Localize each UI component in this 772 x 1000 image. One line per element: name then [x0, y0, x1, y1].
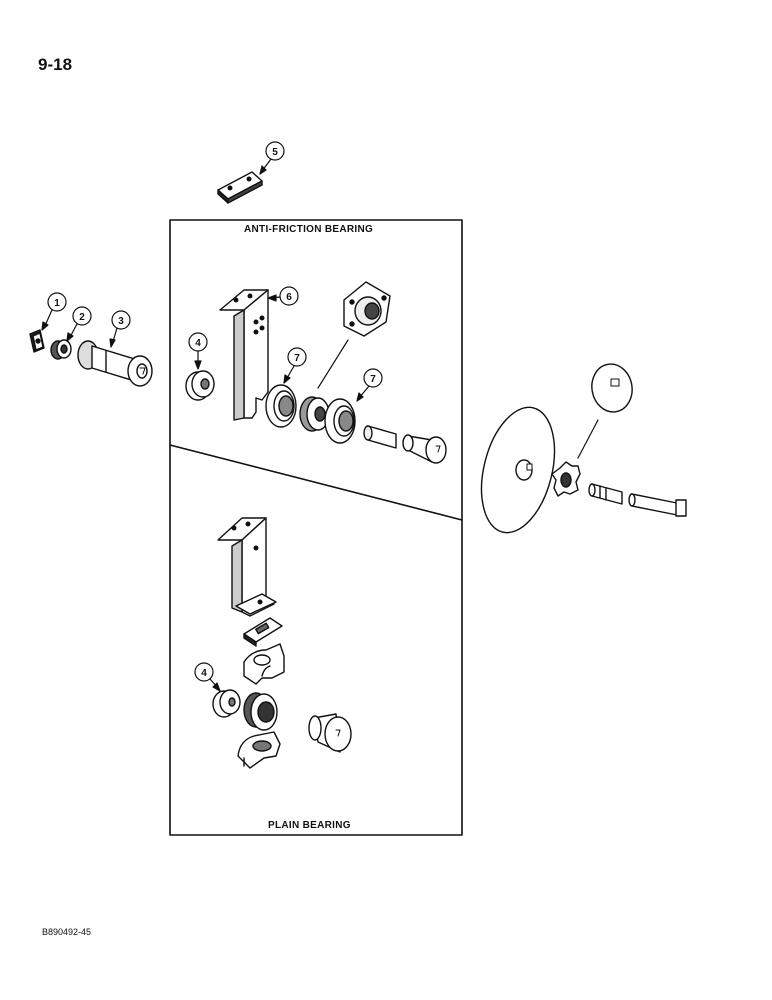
plain-bushing-part — [308, 713, 352, 753]
callout-label: 1 — [54, 298, 60, 309]
cover-disc-part — [577, 363, 633, 459]
page-number: 9-18 — [38, 55, 73, 74]
flange-right-part — [324, 398, 356, 444]
plain-bearing-title: PLAIN BEARING — [268, 820, 351, 831]
bearing-cap-bottom-part — [237, 731, 281, 769]
plate-part — [217, 171, 263, 204]
plain-bearing-block-part — [243, 692, 278, 731]
callout-6 — [267, 286, 299, 306]
callout-5 — [259, 141, 285, 175]
callout-label: 2 — [79, 312, 85, 323]
axle-bolt-part — [588, 483, 623, 505]
bearing-frame — [169, 219, 463, 836]
callout-3 — [109, 310, 131, 348]
plain-plate-part — [243, 617, 283, 647]
callout-4-bottom — [194, 662, 221, 692]
bushing-part — [402, 434, 447, 464]
callout-label: 4 — [195, 338, 201, 349]
flange-bearing-part — [317, 281, 391, 389]
callout-label: 5 — [272, 147, 278, 158]
bearing-insert-part — [299, 396, 330, 432]
anti-friction-bearing-title: ANTI-FRICTION BEARING — [244, 224, 374, 235]
callout-label: 7 — [370, 374, 376, 385]
callout-7-right — [356, 368, 383, 402]
callout-label: 4 — [201, 668, 207, 679]
bracket-part — [219, 289, 269, 421]
nut-part — [50, 339, 72, 360]
callout-4-top — [188, 332, 208, 370]
bearing-cap-top-part — [243, 643, 285, 685]
callouts — [41, 141, 383, 692]
disc-blade-part — [480, 406, 556, 534]
hub-cap-part — [185, 370, 215, 401]
spacer-part — [77, 340, 153, 387]
hub-cap-lower-part — [212, 689, 241, 718]
figure-code: B890492-45 — [42, 927, 92, 937]
callout-1 — [41, 292, 67, 331]
callout-label: 7 — [294, 353, 300, 364]
callout-2 — [66, 306, 92, 342]
plain-bracket-part — [217, 517, 277, 617]
callout-labels: 1 2 3 4 5 6 7 7 4 — [54, 147, 376, 679]
flange-left-part — [265, 384, 297, 428]
star-hub-part — [551, 461, 581, 497]
axle-shaft-part — [628, 493, 687, 517]
washer-part — [29, 329, 45, 353]
callout-label: 6 — [286, 292, 292, 303]
callout-7-left — [283, 347, 307, 384]
spacer-tube-part — [363, 425, 397, 449]
callout-label: 3 — [118, 316, 124, 327]
